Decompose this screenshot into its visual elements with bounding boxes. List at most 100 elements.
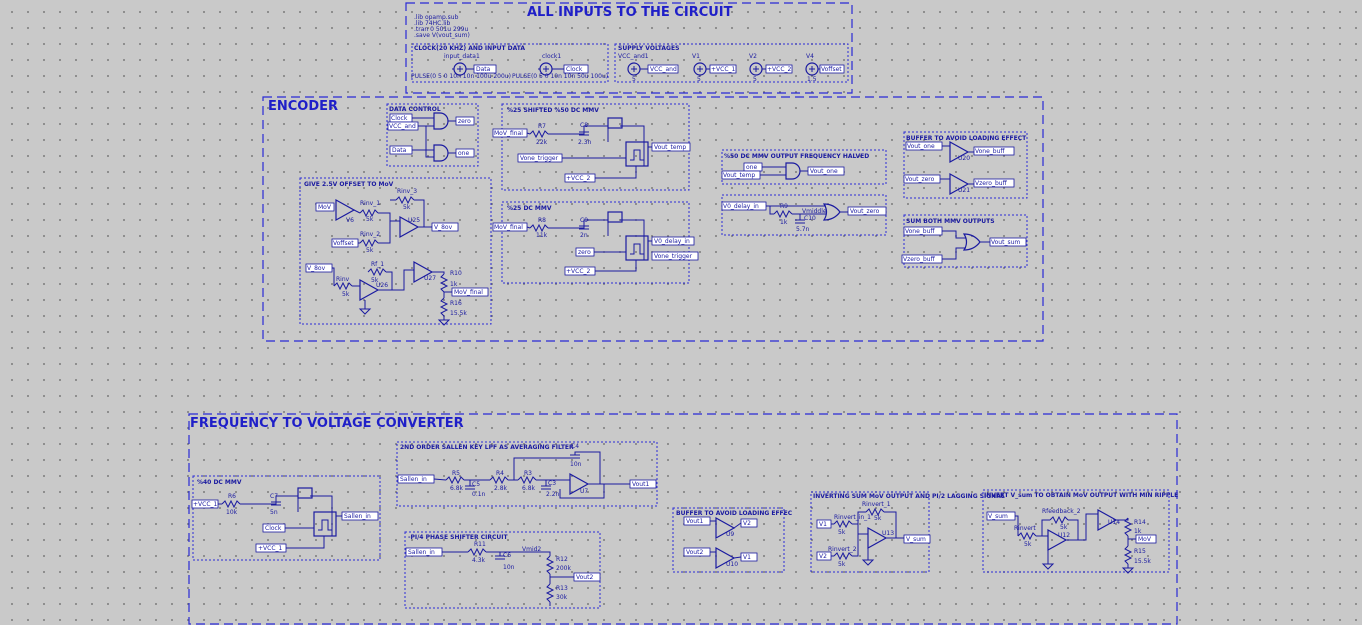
v2-value[interactable]: 5 (753, 76, 757, 83)
net-clock[interactable] (563, 64, 589, 74)
r5-resistor[interactable] (445, 476, 465, 484)
net-zero[interactable] (455, 116, 475, 126)
c4-value[interactable]: 10n (570, 461, 582, 468)
r3-resistor[interactable] (517, 476, 537, 484)
directive-tran[interactable]: .tran 0 501u 299u (414, 26, 468, 33)
c9-value[interactable]: 2n (580, 232, 588, 239)
r15-value[interactable]: 15.5k (1134, 558, 1151, 565)
net-vzero-buff[interactable] (973, 178, 1015, 188)
rinv2-value[interactable]: 5k (366, 247, 374, 254)
rinv1-value[interactable]: 5k (366, 216, 374, 223)
net-data[interactable] (473, 64, 497, 74)
net-vout1[interactable] (629, 479, 657, 489)
v2-source-symbol[interactable] (749, 62, 763, 76)
net-vout-zero[interactable] (847, 206, 887, 216)
r9-value[interactable]: 1k (780, 219, 788, 226)
c7-value[interactable]: 5n (270, 509, 278, 516)
net-vone-buff[interactable] (973, 146, 1015, 156)
net-one[interactable] (455, 148, 475, 158)
and-gate-one[interactable] (433, 144, 449, 162)
r11-value[interactable]: 4.3k (472, 557, 486, 564)
v4-value[interactable]: 1.5 (807, 76, 817, 83)
rinvert2-value[interactable]: 5k (838, 561, 846, 568)
r12-value[interactable]: 200k (556, 565, 571, 572)
pulse-clock[interactable]: PULSE(0 5 0 10n 10n 50u 100u) (512, 73, 608, 80)
net-voffset[interactable] (819, 64, 845, 74)
vcc-and-source-symbol[interactable] (627, 62, 641, 76)
rinv3-resistor[interactable] (395, 196, 415, 204)
c3-value[interactable]: 2.2n (546, 491, 560, 498)
rinvert1-value[interactable]: 5k (874, 515, 882, 522)
r10-value[interactable]: 1k (450, 281, 458, 288)
net-vout-sum[interactable] (989, 237, 1027, 247)
r11-resistor[interactable] (467, 548, 487, 556)
rinvert-in1-value[interactable]: 5k (838, 529, 846, 536)
r4-resistor[interactable] (489, 476, 509, 484)
rinvert-resistor[interactable] (1017, 532, 1037, 540)
directive-lib-74hc[interactable]: .lib 74HC.lib (414, 20, 451, 27)
r14-resistor[interactable] (1124, 517, 1132, 537)
rinv2-resistor[interactable] (359, 239, 379, 247)
and-gate-zero[interactable] (433, 112, 449, 130)
or-gate-sum[interactable] (963, 233, 981, 251)
r10-resistor[interactable] (440, 273, 448, 293)
r4-value[interactable]: 2.8k (494, 485, 508, 492)
r16-value[interactable]: 15.5k (450, 310, 467, 317)
mmv40-block[interactable] (313, 511, 337, 537)
mmv1-block[interactable] (625, 141, 649, 167)
mmv1-timing-cap[interactable] (607, 117, 623, 129)
v4-source-symbol[interactable] (805, 62, 819, 76)
rinvert-value[interactable]: 5k (1024, 541, 1032, 548)
rfeedback2-value[interactable]: 5k (1060, 524, 1068, 531)
r12-resistor[interactable] (546, 555, 554, 575)
net-vcc1[interactable] (709, 64, 737, 74)
r6-resistor[interactable] (221, 500, 241, 508)
c10-value[interactable]: 5.7n (796, 226, 810, 233)
net-vcc-and[interactable] (647, 64, 679, 74)
rf1-resistor[interactable] (367, 268, 387, 276)
net-mov[interactable] (315, 202, 335, 212)
r7-value[interactable]: 22k (536, 139, 548, 146)
r5-value[interactable]: 6.8k (450, 485, 464, 492)
r8-resistor[interactable] (529, 224, 549, 232)
r15-resistor[interactable] (1124, 545, 1132, 565)
rinv3-value[interactable]: 5k (403, 204, 411, 211)
and-gate-halved[interactable] (785, 162, 801, 180)
vcc-and-value[interactable]: 5 (632, 76, 636, 83)
net-vcc2[interactable] (765, 64, 793, 74)
net-v-sum[interactable] (903, 534, 931, 544)
rinvert-in1-resistor[interactable] (833, 520, 853, 528)
r16-resistor[interactable] (440, 297, 448, 317)
rinv-resistor[interactable] (333, 282, 353, 290)
mmv2-timing-cap[interactable] (607, 211, 623, 223)
or-gate-zero[interactable] (823, 203, 841, 221)
r3-value[interactable]: 6.8k (522, 485, 536, 492)
rinv-value[interactable]: 5k (342, 291, 350, 298)
r13-value[interactable]: 30k (556, 594, 568, 601)
net-v0-delay-in[interactable] (651, 236, 695, 246)
r9-resistor[interactable] (773, 210, 793, 218)
directive-save[interactable]: .save V(vout_sum) (414, 32, 470, 39)
v1-source-symbol[interactable] (693, 62, 707, 76)
net-vout-temp[interactable] (651, 142, 691, 152)
mmv40-timing-cap[interactable] (297, 487, 313, 499)
rf1-value[interactable]: 5k (371, 277, 379, 284)
pulse-input-data[interactable]: PULSE(0 5 0 10n 10n 100u 200u) (411, 73, 511, 80)
c5-value[interactable]: 0.1n (472, 491, 486, 498)
rfeedback2-resistor[interactable] (1049, 516, 1069, 524)
r13-resistor[interactable] (546, 583, 554, 603)
rinvert2-resistor[interactable] (833, 552, 853, 560)
r6-value[interactable]: 10k (226, 509, 238, 516)
r14-value[interactable]: 1k (1134, 528, 1142, 535)
net-sallen-in[interactable] (341, 511, 379, 521)
r7-resistor[interactable] (529, 130, 549, 138)
c8-value[interactable]: 2.3n (578, 139, 592, 146)
net-vout-one[interactable] (807, 166, 845, 176)
r8-value[interactable]: 11k (536, 232, 548, 239)
directive-lib-opamp[interactable]: .lib opamp.sub (414, 14, 459, 21)
net-v8ov-out[interactable] (431, 222, 459, 232)
c3-capacitor[interactable] (540, 485, 552, 490)
c6-value[interactable]: 10n (503, 564, 515, 571)
mmv2-block[interactable] (625, 235, 649, 261)
